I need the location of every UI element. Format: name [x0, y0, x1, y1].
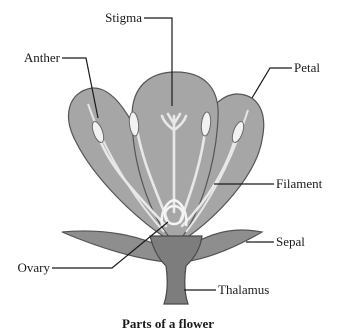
- sepal-label: Sepal: [276, 234, 305, 249]
- stigma-label: Stigma: [105, 10, 142, 25]
- filament-label: Filament: [276, 176, 323, 191]
- ovary-label: Ovary: [18, 260, 51, 275]
- diagram-caption: Parts of a flower: [122, 316, 214, 331]
- thalamus-label: Thalamus: [218, 282, 269, 297]
- thalamus-shape: [150, 236, 202, 304]
- petal-leader: [252, 68, 292, 98]
- anther-label: Anther: [24, 50, 61, 65]
- petal-label: Petal: [294, 60, 320, 75]
